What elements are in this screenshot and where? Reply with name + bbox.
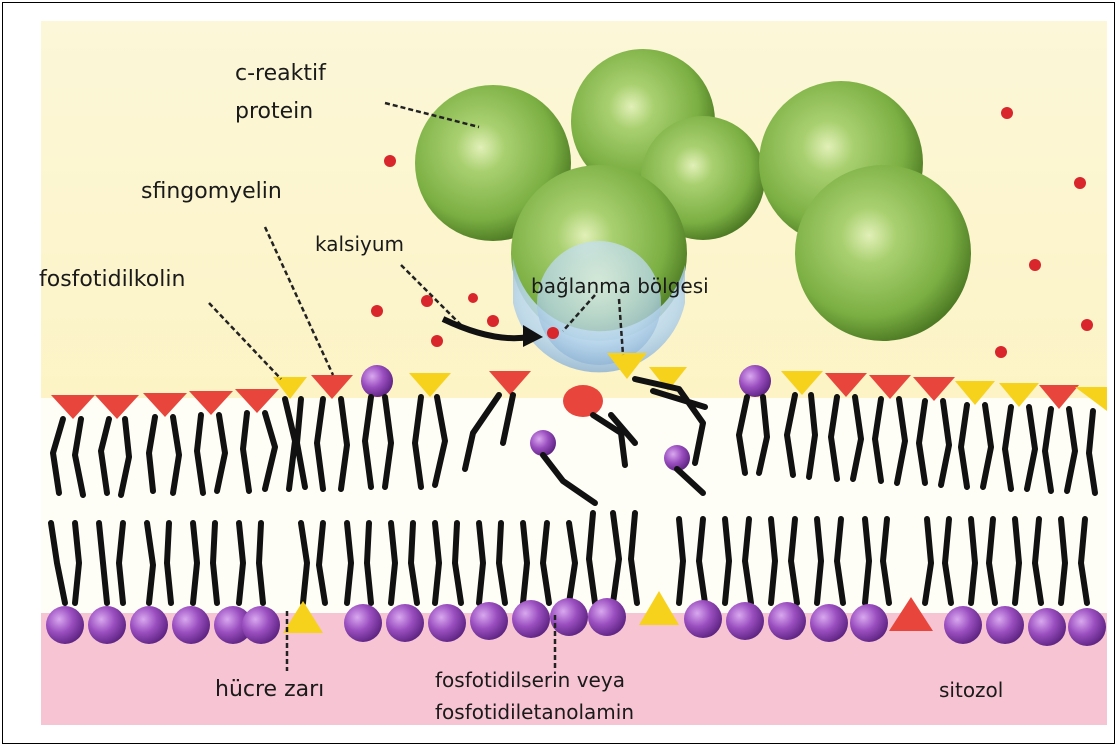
label-cell-membrane: hücre zarı	[215, 677, 324, 703]
membrane-diagram	[3, 3, 1116, 745]
label-phosphatidylcholine: fosfotidilkolin	[39, 267, 185, 293]
label-cytosol: sitozol	[939, 677, 1003, 703]
label-binding-site: bağlanma bölgesi	[531, 273, 709, 299]
label-sphingomyelin: sfingomyelin	[141, 179, 282, 205]
label-calcium: kalsiyum	[315, 231, 404, 257]
label-c-reactive-protein-2: protein	[235, 99, 313, 125]
label-ps-pe-1: fosfotidilserin veya	[435, 667, 625, 693]
label-ps-pe-2: fosfotidiletanolamin	[435, 699, 634, 725]
label-c-reactive-protein-1: c-reaktif	[235, 61, 326, 87]
